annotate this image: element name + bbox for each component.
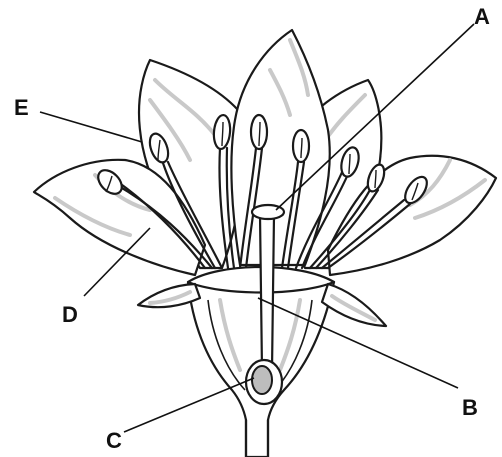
label-e: E xyxy=(14,95,29,120)
label-a: A xyxy=(474,4,490,29)
label-d: D xyxy=(62,302,78,327)
label-c: C xyxy=(106,428,122,453)
petal-top-center xyxy=(231,30,329,265)
style xyxy=(260,215,274,370)
leader-line-c xyxy=(124,378,254,432)
label-b: B xyxy=(462,395,478,420)
ovule xyxy=(252,366,272,394)
leader-line-e xyxy=(40,112,142,142)
